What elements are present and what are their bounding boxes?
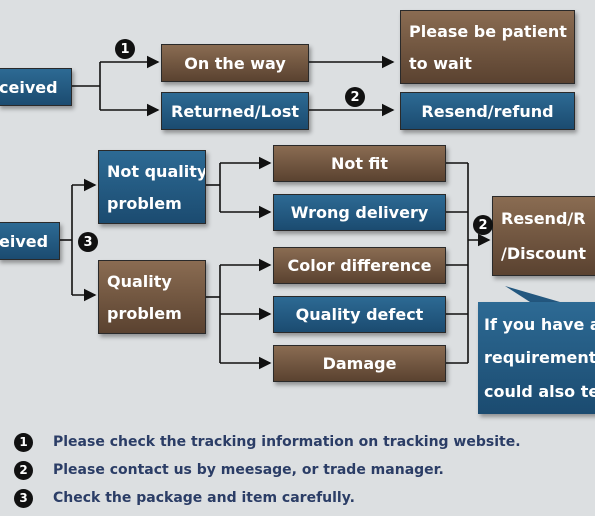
not-received-box: eived [0, 222, 60, 260]
callout-pointer [505, 286, 560, 302]
step-badge-one: 1 [115, 39, 135, 59]
please-wait-box: Please be patient to wait [400, 10, 575, 84]
returned-lost-box: Returned/Lost [161, 92, 309, 130]
damage-box: Damage [273, 345, 446, 382]
step-badge-three-number: 3 [83, 234, 93, 250]
wrong-delivery-box: Wrong delivery [273, 194, 446, 231]
note-text: Please contact us by meesage, or trade m… [53, 462, 444, 478]
note-number: 3 [14, 488, 33, 508]
notes-list: 1 Please check the tracking information … [14, 428, 521, 512]
quality-defect-box: Quality defect [273, 296, 446, 333]
note-text: Please check the tracking information on… [53, 434, 521, 450]
note-number: 1 [14, 432, 33, 452]
step-badge-three: 3 [78, 232, 98, 252]
please-wait-line2: to wait [409, 53, 472, 73]
quality-defect-label: Quality defect [295, 305, 424, 324]
step-badge-two-right-number: 2 [478, 217, 488, 233]
step-badge-two-right: 2 [473, 215, 493, 235]
note-text: Check the package and item carefully. [53, 490, 355, 506]
not-quality-box: Not quality problem [98, 150, 206, 224]
note-item: 3 Check the package and item carefully. [14, 484, 521, 512]
color-difference-label: Color difference [287, 256, 432, 275]
color-difference-box: Color difference [273, 247, 446, 284]
received-label: ceived [0, 77, 58, 97]
not-fit-box: Not fit [273, 145, 446, 182]
requirement-callout: If you have a requirement could also te [478, 302, 595, 414]
wrong-delivery-label: Wrong delivery [290, 203, 429, 222]
on-the-way-label: On the way [184, 53, 286, 73]
note-item: 1 Please check the tracking information … [14, 428, 521, 456]
step-badge-two-top-number: 2 [350, 89, 360, 105]
callout-line1: If you have a [484, 315, 595, 335]
damage-label: Damage [322, 354, 397, 373]
resend-discount-line2: /Discount [501, 244, 587, 263]
on-the-way-box: On the way [161, 44, 309, 82]
quality-problem-box: Quality problem [98, 260, 206, 334]
not-quality-line2: problem [107, 193, 182, 213]
note-item: 2 Please contact us by meesage, or trade… [14, 456, 521, 484]
not-fit-label: Not fit [330, 154, 389, 173]
callout-line2: requirement [484, 348, 595, 368]
returned-lost-label: Returned/Lost [171, 101, 299, 121]
callout-line3: could also te [484, 381, 595, 401]
resend-refund-label: Resend/refund [421, 101, 554, 121]
quality-line1: Quality [107, 271, 172, 291]
note-number: 2 [14, 460, 33, 480]
received-box: ceived [0, 68, 72, 106]
step-badge-one-number: 1 [120, 41, 130, 57]
resend-discount-box: Resend/R /Discount [492, 196, 595, 276]
resend-discount-line1: Resend/R [501, 209, 586, 228]
not-received-label: eived [0, 231, 49, 251]
not-quality-line1: Not quality [107, 161, 206, 181]
step-badge-two-top: 2 [345, 87, 365, 107]
quality-line2: problem [107, 303, 182, 323]
please-wait-line1: Please be patient [409, 21, 567, 41]
resend-refund-box: Resend/refund [400, 92, 575, 130]
